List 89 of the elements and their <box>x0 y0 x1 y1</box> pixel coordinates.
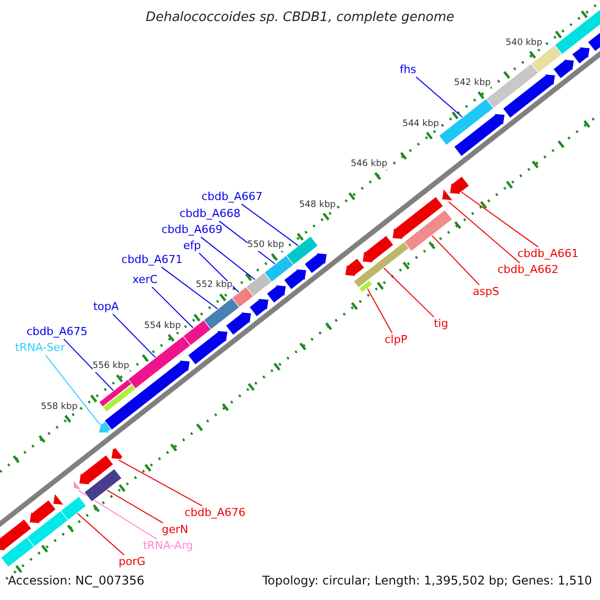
gene-block <box>304 252 328 274</box>
gene-block <box>392 196 444 240</box>
gene-block <box>353 241 410 288</box>
gene-block <box>110 446 124 460</box>
position-label: 556 kbp <box>92 362 130 372</box>
gene-label: cbdb_A668 <box>180 208 240 220</box>
leader-line <box>460 191 539 248</box>
gene-block <box>344 258 365 277</box>
gene-label: clpP <box>384 334 408 346</box>
gene-label: tRNA-Arg <box>142 540 194 552</box>
gene-block <box>438 98 494 146</box>
leader-line <box>241 204 299 246</box>
gene-label: cbdb_A676 <box>184 506 246 520</box>
gene-block <box>0 518 32 552</box>
gene-block <box>29 500 56 524</box>
genome-info-label: Topology: circular; Length: 1,395,502 bp; Genes: 1,510 <box>262 574 592 588</box>
gene-label: topA <box>93 300 119 314</box>
leader-line <box>383 267 434 318</box>
gene-block <box>26 510 69 548</box>
leader-line <box>106 489 164 524</box>
gene-block <box>552 58 575 80</box>
gene-label: xerC <box>132 274 158 286</box>
gene-label: tRNA-Ser <box>15 342 65 354</box>
gene-block <box>246 272 272 297</box>
position-label: 550 kbp <box>247 241 284 251</box>
gene-block <box>187 330 228 366</box>
gene-block <box>442 188 454 201</box>
position-label: 552 kbp <box>196 281 232 292</box>
gene-block <box>231 286 254 308</box>
gene-label: efp <box>183 240 201 252</box>
gene-block <box>283 268 307 290</box>
gene-block <box>84 468 122 502</box>
leader-line <box>160 266 218 310</box>
leader-line <box>152 286 194 329</box>
position-label: 542 kbp <box>454 79 491 90</box>
leader-line <box>198 252 240 293</box>
gene-block <box>225 312 252 336</box>
gene-block <box>264 254 294 283</box>
gene-label: cbdb_A675 <box>26 326 88 338</box>
gene-label: porG <box>118 556 146 568</box>
gene-block <box>98 420 112 434</box>
gene-label: cbdb_A669 <box>162 224 222 236</box>
gene-block <box>266 284 286 304</box>
leader-line <box>78 490 158 540</box>
gene-block <box>78 454 114 486</box>
gene-label: fhs <box>400 64 416 76</box>
leader-line <box>112 314 156 358</box>
gene-label: cbdb_A671 <box>122 254 182 266</box>
gene-block <box>404 209 453 252</box>
gene-block <box>60 496 87 521</box>
gene-label: cbdb_A661 <box>518 248 578 260</box>
gene-block <box>0 536 35 568</box>
position-label: 544 kbp <box>402 120 440 130</box>
gene-block <box>454 113 506 157</box>
gene-block <box>102 384 136 412</box>
leader-line <box>200 236 256 280</box>
position-label: 548 kbp <box>299 200 336 210</box>
gene-label: cbdb_A662 <box>498 264 558 276</box>
accession-label: Accession: NC_007356 <box>8 574 144 588</box>
gene-block <box>362 235 394 264</box>
gene-block <box>502 74 556 118</box>
position-label: 546 kbp <box>350 160 388 170</box>
gene-block <box>182 320 212 346</box>
leader-line <box>448 201 520 264</box>
leader-line <box>45 354 101 426</box>
gene-label: gerN <box>162 524 188 536</box>
gene-block <box>128 336 191 390</box>
gene-label: tig <box>434 318 448 330</box>
gene-block <box>203 297 240 330</box>
gene-label: aspS <box>472 286 500 298</box>
leader-line <box>431 234 480 286</box>
gene-block <box>248 298 270 318</box>
position-label: 554 kbp <box>144 322 181 332</box>
gene-block <box>286 236 318 266</box>
leader-line <box>76 512 125 556</box>
position-label: 540 kbp <box>506 38 542 49</box>
gene-block <box>73 479 82 491</box>
gene-block <box>98 378 132 408</box>
position-label: 558 kbp <box>40 402 78 413</box>
gene-label: cbdb_A667 <box>202 190 262 204</box>
diagram-title: Dehalococcoides sp. CBDB1, complete genome <box>146 10 454 26</box>
leader-line <box>416 76 464 118</box>
gene-block <box>572 46 590 64</box>
leader-line <box>366 288 393 334</box>
gene-block <box>449 176 470 195</box>
leader-line <box>63 338 114 392</box>
leader-line <box>118 460 203 506</box>
gene-block <box>358 280 373 293</box>
gene-block <box>52 492 65 506</box>
